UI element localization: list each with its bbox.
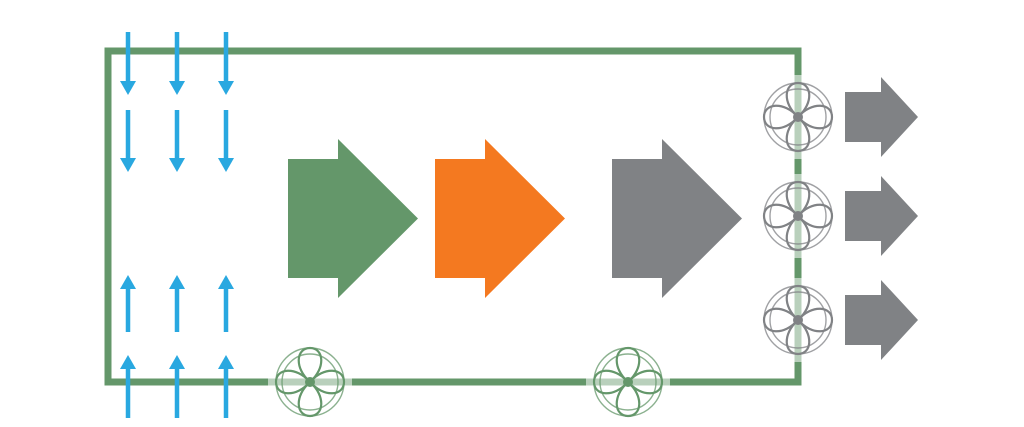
inflow-bottom-col3-arrow2-head (218, 355, 234, 369)
inflow-top-col2-arrow1-head (169, 81, 185, 95)
inflow-arrows (120, 32, 234, 418)
fan-right-top-icon-blade-4 (762, 104, 800, 130)
fan-bottom-right-icon (586, 346, 670, 418)
fan-right-middle-icon-ring-2 (769, 187, 827, 245)
fan-bottom-left-icon-blade-3 (297, 380, 323, 418)
inflow-top-col3-arrow1 (218, 32, 234, 95)
inflow-bottom-col3-arrow1-head (218, 275, 234, 289)
fan-bottom-right-icon-ring-2 (599, 353, 657, 411)
inflow-bottom-col3-arrow1 (218, 275, 234, 332)
inflow-top-col2-arrow2-head (169, 158, 185, 172)
fan-right-top-icon (762, 75, 834, 159)
fan-right-bottom-icon-ring-2 (769, 291, 827, 349)
inflow-top-col1-arrow2 (120, 110, 136, 172)
fan-right-bottom-icon-blade-1 (785, 284, 811, 322)
exhaust-arrow-3 (845, 280, 918, 360)
inflow-bottom-col1-arrow2-head (120, 355, 136, 369)
inflow-bottom-col2-arrow1 (169, 275, 185, 332)
fan-right-middle-icon-blade-3 (785, 214, 811, 252)
inflow-bottom-col2-arrow2 (169, 355, 185, 418)
fan-right-bottom-icon-hub (793, 315, 803, 325)
fan-right-top-icon-blade-2 (796, 104, 834, 130)
fan-bottom-left-icon-ring-2 (281, 353, 339, 411)
exhaust-arrow-2 (845, 176, 918, 256)
inflow-top-col2-arrow1 (169, 32, 185, 95)
stage-arrows (288, 139, 742, 298)
inflow-top-col3-arrow2-head (218, 158, 234, 172)
fan-right-middle-icon-blade-1 (785, 180, 811, 218)
fan-right-bottom-icon (762, 278, 834, 362)
fan-right-middle-icon-hub (793, 211, 803, 221)
fan-right-top-icon-blade-3 (785, 115, 811, 153)
inflow-bottom-col2-arrow2-head (169, 355, 185, 369)
fan-bottom-left-icon-hub (305, 377, 315, 387)
fan-right-middle-icon-blade-4 (762, 203, 800, 229)
fan-bottom-right-icon-blade-4 (592, 369, 630, 395)
exhaust-arrow-1 (845, 77, 918, 157)
inflow-top-col3-arrow2 (218, 110, 234, 172)
stage-3-arrow (612, 139, 742, 298)
fan-bottom-left-icon (268, 346, 352, 418)
stage-2-arrow (435, 139, 565, 298)
fan-bottom-left-icon-blade-1 (297, 346, 323, 384)
inflow-top-col1-arrow1-head (120, 81, 136, 95)
inflow-top-col1-arrow1 (120, 32, 136, 95)
fan-right-bottom-icon-blade-3 (785, 318, 811, 356)
inflow-top-col3-arrow1-head (218, 81, 234, 95)
fan-right-top-icon-ring-2 (769, 88, 827, 146)
fan-right-top-icon-hub (793, 112, 803, 122)
inflow-bottom-col1-arrow2 (120, 355, 136, 418)
fans (268, 75, 834, 418)
fan-right-bottom-icon-blade-2 (796, 307, 834, 333)
fan-right-top-icon-blade-1 (785, 81, 811, 119)
exhaust-arrows (845, 77, 918, 360)
fan-bottom-left-icon-blade-2 (308, 369, 346, 395)
fan-bottom-left-icon-blade-4 (274, 369, 312, 395)
fan-bottom-right-icon-blade-3 (615, 380, 641, 418)
fan-bottom-right-icon-blade-2 (626, 369, 664, 395)
inflow-top-col2-arrow2 (169, 110, 185, 172)
stage-1-arrow (288, 139, 418, 298)
inflow-bottom-col1-arrow1-head (120, 275, 136, 289)
fan-right-bottom-icon-blade-4 (762, 307, 800, 333)
fan-right-middle-icon-blade-2 (796, 203, 834, 229)
fan-right-middle-icon (762, 174, 834, 258)
inflow-top-col1-arrow2-head (120, 158, 136, 172)
fan-bottom-right-icon-blade-1 (615, 346, 641, 384)
inflow-bottom-col2-arrow1-head (169, 275, 185, 289)
inflow-bottom-col1-arrow1 (120, 275, 136, 332)
inflow-bottom-col3-arrow2 (218, 355, 234, 418)
fan-bottom-right-icon-hub (623, 377, 633, 387)
